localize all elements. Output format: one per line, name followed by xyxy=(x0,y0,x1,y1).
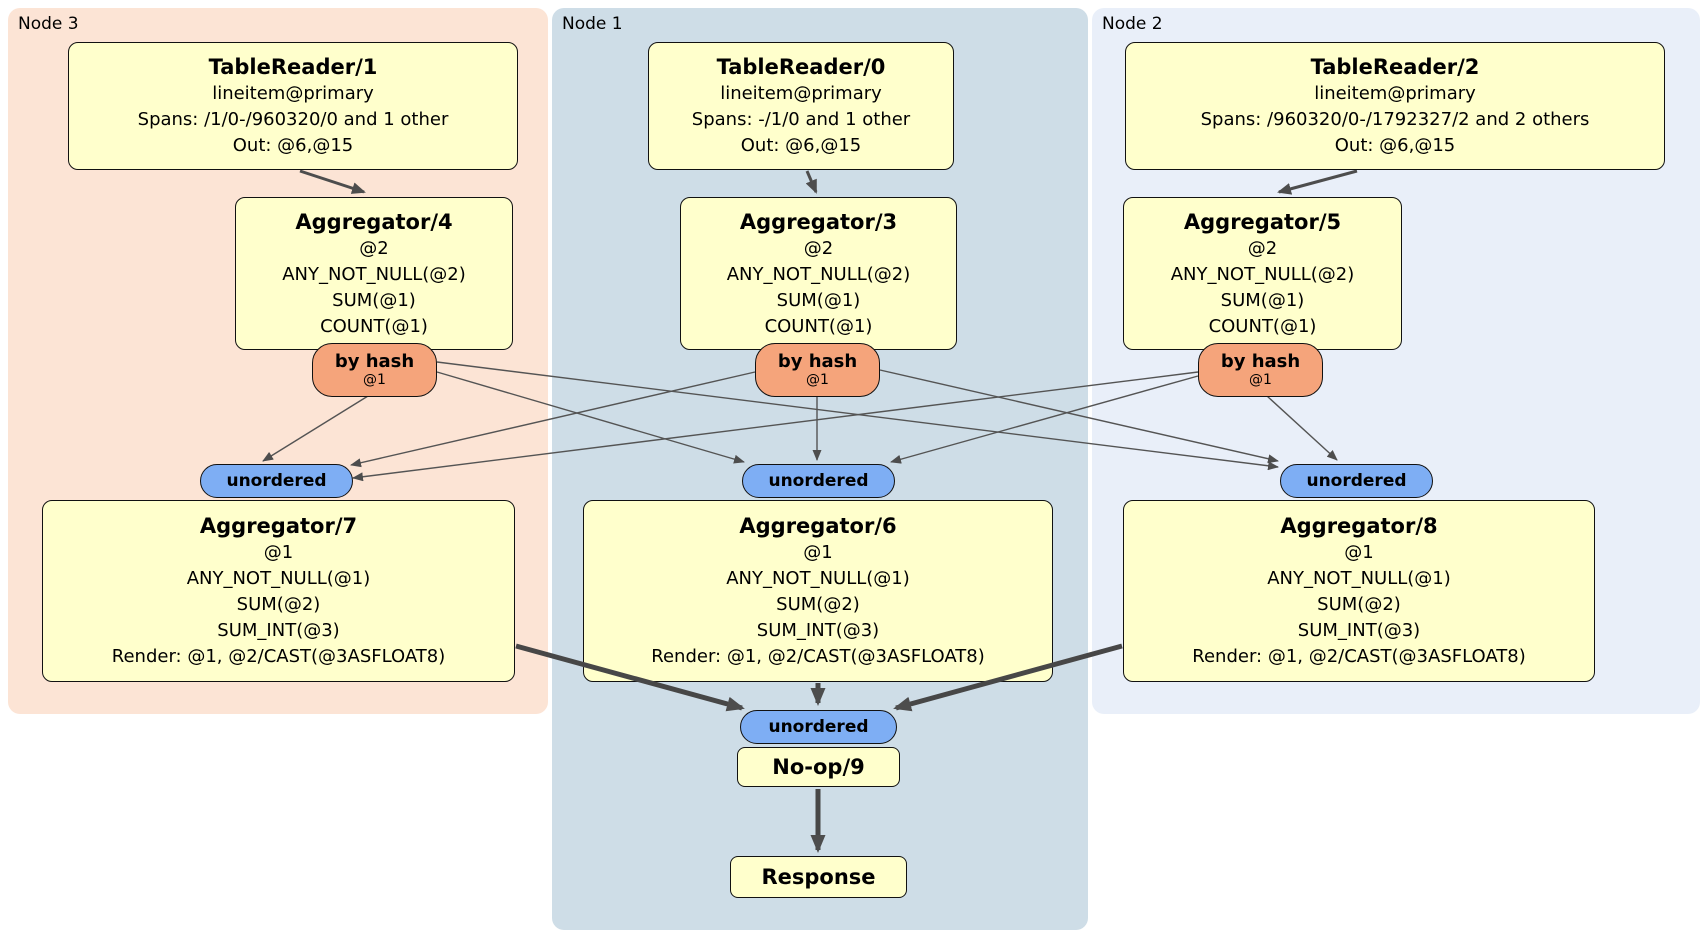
tablereader-0-box: TableReader/0 lineitem@primary Spans: -/… xyxy=(648,42,954,170)
agg-fn: SUM_INT(@3) xyxy=(217,620,340,641)
aggregator-6-box: Aggregator/6 @1 ANY_NOT_NULL(@1) SUM(@2)… xyxy=(583,500,1053,682)
agg-fn: ANY_NOT_NULL(@1) xyxy=(1267,568,1451,589)
tablereader-2-box: TableReader/2 lineitem@primary Spans: /9… xyxy=(1125,42,1665,170)
processor-title: No-op/9 xyxy=(772,755,865,779)
processor-index: lineitem@primary xyxy=(720,83,882,104)
agg-fn: COUNT(@1) xyxy=(764,315,873,337)
aggregator-to-final-sync-edges xyxy=(515,643,1123,712)
processor-title: TableReader/1 xyxy=(208,55,378,79)
tablereader-to-aggregator-edges xyxy=(299,169,1358,195)
router-label: by hash xyxy=(777,351,858,372)
processor-title: Aggregator/6 xyxy=(739,514,897,538)
agg-fn: ANY_NOT_NULL(@1) xyxy=(726,568,910,589)
processor-spans: Spans: /960320/0-/1792327/2 and 2 others xyxy=(1200,109,1590,130)
processor-spans: Spans: /1/0-/960320/0 and 1 other xyxy=(137,109,449,130)
router-detail: @1 xyxy=(1249,372,1272,388)
processor-title: Aggregator/7 xyxy=(199,514,358,538)
agg-fn: ANY_NOT_NULL(@2) xyxy=(1170,263,1355,285)
processor-title: Aggregator/8 xyxy=(1280,514,1438,538)
processor-out: Out: @6,@15 xyxy=(740,135,862,156)
processor-title: Response xyxy=(761,865,876,889)
sync-label: unordered xyxy=(226,471,327,491)
agg-fn: SUM_INT(@3) xyxy=(1297,620,1421,641)
agg-render: Render: @1, @2/CAST(@3ASFLOAT8) xyxy=(111,646,446,667)
processor-title: Aggregator/5 xyxy=(1183,209,1342,234)
aggregator-3-box: Aggregator/3 @2 ANY_NOT_NULL(@2) SUM(@1)… xyxy=(680,197,957,350)
agg-group-cols: @1 xyxy=(803,542,833,563)
router-detail: @1 xyxy=(806,372,829,388)
agg-group-cols: @2 xyxy=(803,237,834,259)
tablereader-1-box: TableReader/1 lineitem@primary Spans: /1… xyxy=(68,42,518,170)
processor-spans: Spans: -/1/0 and 1 other xyxy=(691,109,911,130)
hash-router-3: by hash @1 xyxy=(755,343,880,397)
processor-title: Aggregator/3 xyxy=(739,209,898,234)
noop-9-box: No-op/9 xyxy=(737,747,900,787)
router-label: by hash xyxy=(334,351,415,372)
sync-label: unordered xyxy=(1306,471,1407,491)
agg-fn: SUM(@2) xyxy=(1317,594,1401,615)
unordered-sync-final: unordered xyxy=(740,710,897,744)
hash-router-4: by hash @1 xyxy=(312,343,437,397)
processor-title: TableReader/0 xyxy=(716,55,886,79)
panel-node-2-label: Node 2 xyxy=(1102,14,1163,34)
aggregator-5-box: Aggregator/5 @2 ANY_NOT_NULL(@2) SUM(@1)… xyxy=(1123,197,1402,350)
agg-group-cols: @2 xyxy=(359,237,389,259)
agg-render: Render: @1, @2/CAST(@3ASFLOAT8) xyxy=(1192,646,1526,667)
processor-index: lineitem@primary xyxy=(212,83,374,104)
unordered-sync-7: unordered xyxy=(200,464,353,498)
sync-label: unordered xyxy=(768,471,869,491)
agg-fn: SUM(@2) xyxy=(776,594,860,615)
aggregator-4-box: Aggregator/4 @2 ANY_NOT_NULL(@2) SUM(@1)… xyxy=(235,197,513,350)
unordered-sync-8: unordered xyxy=(1280,464,1433,498)
agg-fn: COUNT(@1) xyxy=(1208,315,1317,337)
aggregator-7-box: Aggregator/7 @1 ANY_NOT_NULL(@1) SUM(@2)… xyxy=(42,500,515,682)
aggregator-8-box: Aggregator/8 @1 ANY_NOT_NULL(@1) SUM(@2)… xyxy=(1123,500,1595,682)
agg-fn: COUNT(@1) xyxy=(320,315,428,337)
agg-render: Render: @1, @2/CAST(@3ASFLOAT8) xyxy=(651,646,985,667)
processor-index: lineitem@primary xyxy=(1314,83,1476,104)
agg-fn: SUM_INT(@3) xyxy=(756,620,880,641)
agg-fn: SUM(@1) xyxy=(332,289,416,311)
agg-group-cols: @2 xyxy=(1247,237,1278,259)
agg-group-cols: @1 xyxy=(1344,542,1374,563)
router-label: by hash xyxy=(1220,351,1301,372)
hash-router-5: by hash @1 xyxy=(1198,343,1323,397)
agg-fn: SUM(@1) xyxy=(1220,289,1305,311)
response-box: Response xyxy=(730,856,907,898)
processor-title: Aggregator/4 xyxy=(295,209,453,234)
agg-fn: SUM(@1) xyxy=(776,289,861,311)
agg-fn: ANY_NOT_NULL(@2) xyxy=(282,263,466,285)
agg-fn: SUM(@2) xyxy=(236,594,321,615)
agg-group-cols: @1 xyxy=(263,542,294,563)
processor-out: Out: @6,@15 xyxy=(232,135,354,156)
panel-node-3-label: Node 3 xyxy=(18,14,79,34)
agg-fn: ANY_NOT_NULL(@2) xyxy=(726,263,911,285)
sync-label: unordered xyxy=(768,717,869,737)
processor-out: Out: @6,@15 xyxy=(1334,135,1456,156)
panel-node-1-label: Node 1 xyxy=(562,14,623,34)
router-detail: @1 xyxy=(363,372,386,388)
processor-title: TableReader/2 xyxy=(1310,55,1480,79)
hash-router-edges xyxy=(262,361,1338,482)
agg-fn: ANY_NOT_NULL(@1) xyxy=(186,568,371,589)
unordered-sync-6: unordered xyxy=(742,464,895,498)
